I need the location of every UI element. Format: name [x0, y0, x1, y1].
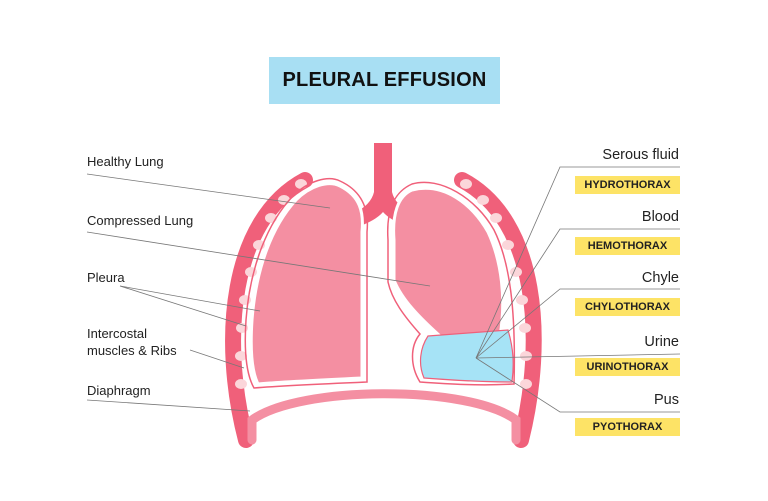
fluid-label-pus: Pus — [654, 392, 679, 408]
label-pleura: Pleura — [87, 270, 125, 285]
left-leader-lines — [86, 173, 431, 412]
healthy-lung-pleura — [244, 177, 369, 389]
label-healthy-lung: Healthy Lung — [87, 154, 164, 169]
diaphragm-shape — [247, 389, 521, 445]
condition-badge-hydrothorax: HYDROTHORAX — [575, 176, 680, 194]
compressed-lung-pleura — [386, 181, 516, 386]
condition-badge-urinothorax: URINOTHORAX — [575, 358, 680, 376]
condition-badge-hemothorax: HEMOTHORAX — [575, 237, 680, 255]
label-intercostal-line2: muscles & Ribs — [87, 343, 177, 358]
condition-badge-chylothorax: CHYLOTHORAX — [575, 298, 680, 316]
compressed-lung — [392, 186, 505, 338]
right-leader-lines — [475, 166, 681, 413]
label-compressed-lung: Compressed Lung — [87, 213, 194, 228]
pleural-fluid — [419, 329, 514, 383]
label-intercostal-line1: Intercostal — [87, 326, 147, 341]
page-title: PLEURAL EFFUSION — [282, 69, 487, 91]
right-ribs — [460, 179, 532, 389]
condition-badge-pyothorax: PYOTHORAX — [575, 418, 680, 436]
fluid-label-serous: Serous fluid — [602, 147, 679, 163]
fluid-label-blood: Blood — [641, 209, 679, 225]
fluid-label-chyle: Chyle — [641, 270, 679, 286]
label-diaphragm: Diaphragm — [87, 383, 151, 398]
fluid-label-urine: Urine — [644, 334, 679, 350]
healthy-lung — [249, 182, 364, 386]
title-box: PLEURAL EFFUSION — [269, 57, 500, 104]
